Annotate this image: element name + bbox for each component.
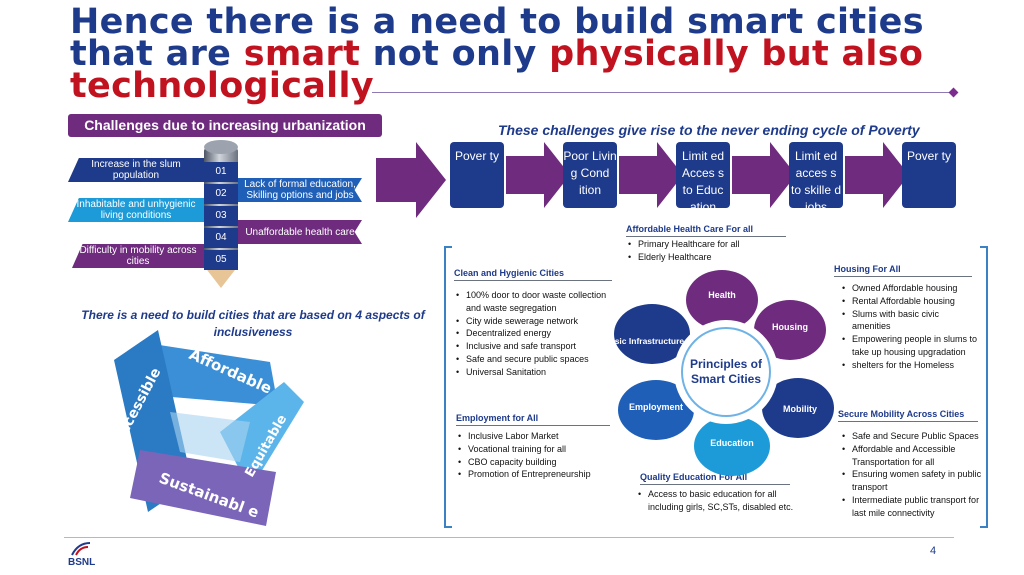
section-employment-title: Employment for All xyxy=(456,413,610,426)
section-clean-title: Clean and Hygienic Cities xyxy=(454,268,612,281)
petal-label: Health xyxy=(708,290,736,300)
section-employment-list: Inclusive Labor Market Vocational traini… xyxy=(456,430,614,481)
inclusiveness-knot: Affordable Accessible Equitable Sustaina… xyxy=(111,330,304,526)
list-item: City wide sewerage network xyxy=(454,315,614,328)
cycle-arrow xyxy=(619,142,683,208)
section-health-list: Primary Healthcare for all Elderly Healt… xyxy=(626,238,796,264)
title-highlight: physically but also xyxy=(549,34,924,74)
petal-label: Mobility xyxy=(783,404,817,414)
right-bracket xyxy=(980,246,988,528)
left-bracket xyxy=(444,246,452,528)
petal-employment xyxy=(618,380,694,440)
list-item: Universal Sanitation xyxy=(454,366,614,379)
cycle-box-education: Limit ed Acces s to Educ ation xyxy=(676,142,730,208)
aspects-note: There is a need to build cities that are… xyxy=(81,308,425,339)
title-line-1: Hence there is a need to build smart cit… xyxy=(70,2,924,42)
section-mobility-list: Safe and Secure Public Spaces Affordable… xyxy=(840,430,986,520)
challenges-label: Challenges due to increasing urbanizatio… xyxy=(68,114,382,137)
list-item: 100% door to door waste collection and w… xyxy=(454,289,614,315)
list-item: Vocational training for all xyxy=(456,443,614,456)
challenge-item: Difficulty in mobility across cities xyxy=(72,244,204,268)
list-item: Affordable and Accessible Transportation… xyxy=(840,443,986,469)
challenge-number: 02 xyxy=(204,184,238,204)
pencil-top xyxy=(204,140,238,154)
cycle-box-poverty: Pover ty xyxy=(450,142,504,208)
list-item: Safe and secure public spaces xyxy=(454,353,614,366)
petal-label: Housing xyxy=(772,322,808,332)
cycle-arrow xyxy=(845,142,909,208)
slide-title: Hence there is a need to build smart cit… xyxy=(70,2,970,106)
page-number: 4 xyxy=(930,545,937,557)
challenge-number: 04 xyxy=(204,228,238,248)
challenge-item: Inhabitable and unhygienic living condit… xyxy=(68,198,204,222)
challenge-item: Increase in the slum population xyxy=(68,158,204,182)
petal-education xyxy=(694,416,770,476)
petal-mobility xyxy=(762,378,834,438)
list-item: CBO capacity building xyxy=(456,456,614,469)
section-housing-list: Owned Affordable housing Rental Affordab… xyxy=(840,282,980,372)
cycle-box-jobs: Limit ed acces s to skille d jobs xyxy=(789,142,843,208)
title-divider xyxy=(372,92,954,93)
challenges-pencil: 01 02 03 04 05 Increase in the slum popu… xyxy=(66,138,366,288)
title-text: that are xyxy=(70,34,244,74)
list-item: Rental Affordable housing xyxy=(840,295,980,308)
cycle-arrow xyxy=(732,142,796,208)
petal-housing xyxy=(754,300,826,360)
section-health-title: Affordable Health Care For all xyxy=(626,224,786,237)
list-item: Promotion of Entrepreneurship xyxy=(456,468,614,481)
section-clean-list: 100% door to door waste collection and w… xyxy=(454,289,614,379)
petal-infrastructure xyxy=(614,304,690,364)
list-item: Intermediate public transport for last m… xyxy=(840,494,986,520)
title-line-2: that are smart not only physically but a… xyxy=(70,37,970,72)
petal-label: Employment xyxy=(629,402,683,412)
bsnl-logo-text: BSNL xyxy=(68,557,96,568)
bsnl-logo-icon xyxy=(71,542,91,556)
petal-label: Basic Infrastructure xyxy=(614,336,684,346)
challenge-number: 03 xyxy=(204,206,238,226)
list-item: Decentralized energy xyxy=(454,327,614,340)
cycle-arrow xyxy=(506,142,570,208)
list-item: Inclusive Labor Market xyxy=(456,430,614,443)
cycle-title: These challenges give rise to the never … xyxy=(498,122,920,138)
section-mobility-title: Secure Mobility Across Cities xyxy=(838,409,978,422)
section-education-title: Quality Education For All xyxy=(640,472,790,485)
list-item: Access to basic education for all includ… xyxy=(636,488,806,514)
title-highlight: smart xyxy=(243,34,361,74)
pencil-tip xyxy=(204,266,238,288)
list-item: Inclusive and safe transport xyxy=(454,340,614,353)
challenge-item: Lack of formal education, Skilling optio… xyxy=(238,178,362,202)
list-item: shelters for the Homeless xyxy=(840,359,980,372)
cycle-box-living: Poor Livin g Cond ition xyxy=(563,142,617,208)
flower-center xyxy=(674,320,778,424)
list-item: Owned Affordable housing xyxy=(840,282,980,295)
list-item: Empowering people in slums to take up ho… xyxy=(840,333,980,359)
principles-flower: Health Housing Mobility Education Employ… xyxy=(614,270,834,476)
challenge-item: Unaffordable health care xyxy=(238,220,362,244)
list-item: Slums with basic civic amenities xyxy=(840,308,980,334)
cycle-entry-arrow xyxy=(376,142,446,218)
title-line-3: technologically xyxy=(70,66,374,106)
title-text: not only xyxy=(360,34,550,74)
list-item: Ensuring women safety in public transpor… xyxy=(840,468,986,494)
petal-health xyxy=(686,270,758,330)
list-item: Elderly Healthcare xyxy=(626,251,796,264)
section-housing-title: Housing For All xyxy=(834,264,972,277)
challenge-number: 01 xyxy=(204,162,238,182)
section-education-list: Access to basic education for all includ… xyxy=(636,488,806,514)
list-item: Primary Healthcare for all xyxy=(626,238,796,251)
list-item: Safe and Secure Public Spaces xyxy=(840,430,986,443)
petal-label: Education xyxy=(710,438,754,448)
footer-divider xyxy=(64,537,954,538)
flower-center-ring xyxy=(681,327,771,417)
cycle-box-poverty-end: Pover ty xyxy=(902,142,956,208)
challenge-number: 05 xyxy=(204,250,238,270)
